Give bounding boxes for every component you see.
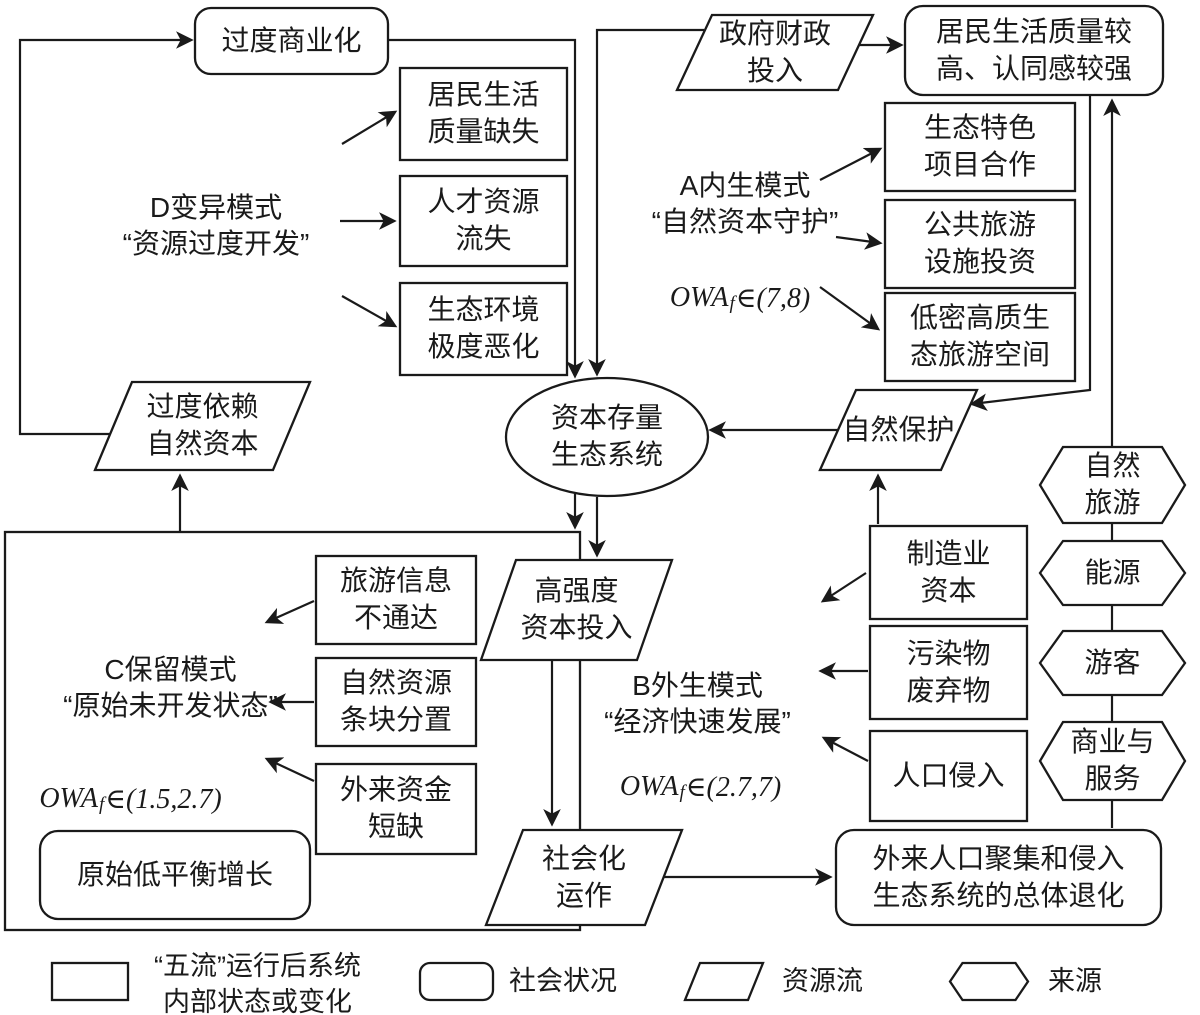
node-gov-fiscal-input-shape <box>675 13 875 92</box>
arrow-overcommercialization-to-ecosystem <box>389 38 584 379</box>
node-pollutants-waste-label: 污染物 废弃物 <box>906 637 991 706</box>
legend-rect-shape <box>50 961 130 1002</box>
node-natural-resource-division-shape <box>314 656 478 748</box>
node-over-reliance-label: 过度依赖 自然资本 <box>146 391 259 459</box>
arrow-gov-input-to-ecosystem <box>588 28 704 377</box>
owa-subscript: f <box>679 781 685 803</box>
pattern-a-label: A内生模式 “自然资本守护” <box>590 168 900 240</box>
legend-rect-label: “五流”运行后系统 内部状态或变化 <box>154 951 361 1015</box>
node-foreign-capital-shortage-label: 外来资金 短缺 <box>339 774 452 842</box>
pattern-a-title: A内生模式 <box>679 169 811 201</box>
node-talent-loss-shape <box>398 174 569 268</box>
arrow-d-to-eco-deterioration <box>341 295 398 328</box>
legend-rounded-label: 社会状况 <box>509 966 617 997</box>
arrow-a-to-public-tourism <box>835 232 883 250</box>
arrow-population-intrusion-to-b <box>821 736 869 762</box>
node-primitive-low-growth-label: 原始低平衡增长 <box>76 858 273 890</box>
node-over-commercialization-label: 过度商业化 <box>221 24 362 56</box>
pattern-d-label: D变异模式 “资源过度开发” <box>60 190 372 262</box>
node-tourists-label: 游客 <box>1084 646 1141 678</box>
node-public-tourism-investment-label: 公共旅游 设施投资 <box>923 209 1036 277</box>
node-commerce-service-shape <box>1038 720 1187 802</box>
legend-hexagon-label: 来源 <box>1048 966 1102 997</box>
node-over-commercialization-shape <box>193 6 390 76</box>
node-talent-loss-label: 人才资源 流失 <box>427 186 540 254</box>
node-nature-tourism-shape <box>1038 445 1187 525</box>
arrow-overreliance-to-overcommercialization <box>18 31 194 436</box>
arrow-tourism-info-to-c <box>264 599 315 624</box>
node-high-intensity-capital-shape <box>479 558 674 662</box>
node-over-reliance-shape <box>93 380 312 472</box>
c-region-outline <box>3 530 582 932</box>
arrow-a-to-low-density <box>819 286 881 331</box>
pattern-a-subtitle: “自然资本守护” <box>651 206 839 237</box>
owa-subscript: f <box>99 793 105 815</box>
node-commerce-service-label: 商业与 服务 <box>1070 726 1155 794</box>
node-eco-deterioration-label: 生态环境 极度恶化 <box>427 294 540 362</box>
node-high-intensity-capital-label: 高强度 资本投入 <box>520 575 633 643</box>
owa-range: ∈(1.5,2.7) <box>105 784 222 815</box>
owa-symbol: OWA <box>39 783 99 814</box>
pattern-b-title: B外生模式 <box>632 669 763 701</box>
arrow-resident-quality-to-nature-protection <box>969 96 1092 411</box>
node-tourism-info-blocked-label: 旅游信息 不通达 <box>339 565 452 633</box>
pattern-b-subtitle: “经济快速发展” <box>604 706 791 737</box>
pattern-d-title: D变异模式 <box>149 191 283 223</box>
node-population-intrusion-shape <box>868 729 1029 823</box>
arrow-capital-shortage-to-c <box>264 757 315 782</box>
pattern-c-title: C保留模式 <box>104 653 237 685</box>
node-eco-feature-cooperation-shape <box>883 101 1077 193</box>
node-socialized-operation-label: 社会化 运作 <box>541 842 626 911</box>
node-energy-label: 能源 <box>1084 556 1141 588</box>
node-socialized-operation-shape <box>484 828 684 927</box>
node-nature-protection-shape <box>818 388 979 472</box>
node-capital-stock-ecosystem-label: 资本存量 生态系统 <box>550 402 663 470</box>
legend-parallelogram-shape <box>683 961 765 1002</box>
arrow-d-to-resident-quality-loss <box>341 110 398 145</box>
arrow-manufacturing-to-b <box>820 572 867 603</box>
node-resident-high-quality-label: 居民生活质量较 高、认同感较强 <box>935 15 1132 84</box>
owa-subscript: f <box>729 292 735 314</box>
node-low-density-space-label: 低密高质生 态旅游空间 <box>909 302 1050 370</box>
pattern-d-subtitle: “资源过度开发” <box>122 228 310 259</box>
node-external-population-shape <box>834 828 1163 927</box>
node-nature-tourism-label: 自然 旅游 <box>1084 450 1141 518</box>
node-tourism-info-blocked-shape <box>314 554 478 646</box>
pattern-c-subtitle: “原始未开发状态” <box>63 690 278 721</box>
legend-hexagon-shape <box>948 961 1030 1002</box>
node-low-density-space-shape <box>883 291 1077 383</box>
node-pollutants-waste-shape <box>868 624 1029 721</box>
node-population-intrusion-label: 人口侵入 <box>892 759 1005 791</box>
arrow-a-to-eco-feature <box>819 147 883 181</box>
node-resident-high-quality-shape <box>903 4 1165 97</box>
node-external-population-label: 外来人口聚集和侵入 生态系统的总体退化 <box>872 842 1125 911</box>
node-energy-shape <box>1038 539 1187 607</box>
owa-range: ∈(7,8) <box>735 283 811 314</box>
node-nature-protection-label: 自然保护 <box>842 413 955 445</box>
owa-symbol: OWA <box>669 282 729 313</box>
node-manufacturing-capital-shape <box>868 524 1029 621</box>
legend-rounded-shape <box>418 961 495 1002</box>
node-eco-feature-cooperation-label: 生态特色 项目合作 <box>923 112 1036 180</box>
legend-parallelogram-label: 资源流 <box>782 966 863 997</box>
node-foreign-capital-shortage-shape <box>314 762 478 856</box>
node-gov-fiscal-input-label: 政府财政 投入 <box>718 17 831 86</box>
node-manufacturing-capital-label: 制造业 资本 <box>906 537 991 606</box>
node-public-tourism-investment-shape <box>883 198 1077 290</box>
node-resident-quality-loss-shape <box>398 66 569 162</box>
node-eco-deterioration-shape <box>398 281 569 377</box>
node-tourists-shape <box>1038 629 1187 697</box>
node-primitive-low-growth-shape <box>38 829 312 921</box>
pattern-c-label: C保留模式 “原始未开发状态” <box>18 652 323 724</box>
owa-range: ∈(2.7,7) <box>685 772 782 803</box>
node-natural-resource-division-label: 自然资源 条块分置 <box>339 667 452 735</box>
owa-symbol: OWA <box>619 771 679 802</box>
pattern-b-label: B外生模式 “经济快速发展” <box>545 668 850 740</box>
node-resident-quality-loss-label: 居民生活 质量缺失 <box>427 79 540 147</box>
node-capital-stock-ecosystem-shape <box>504 376 710 498</box>
